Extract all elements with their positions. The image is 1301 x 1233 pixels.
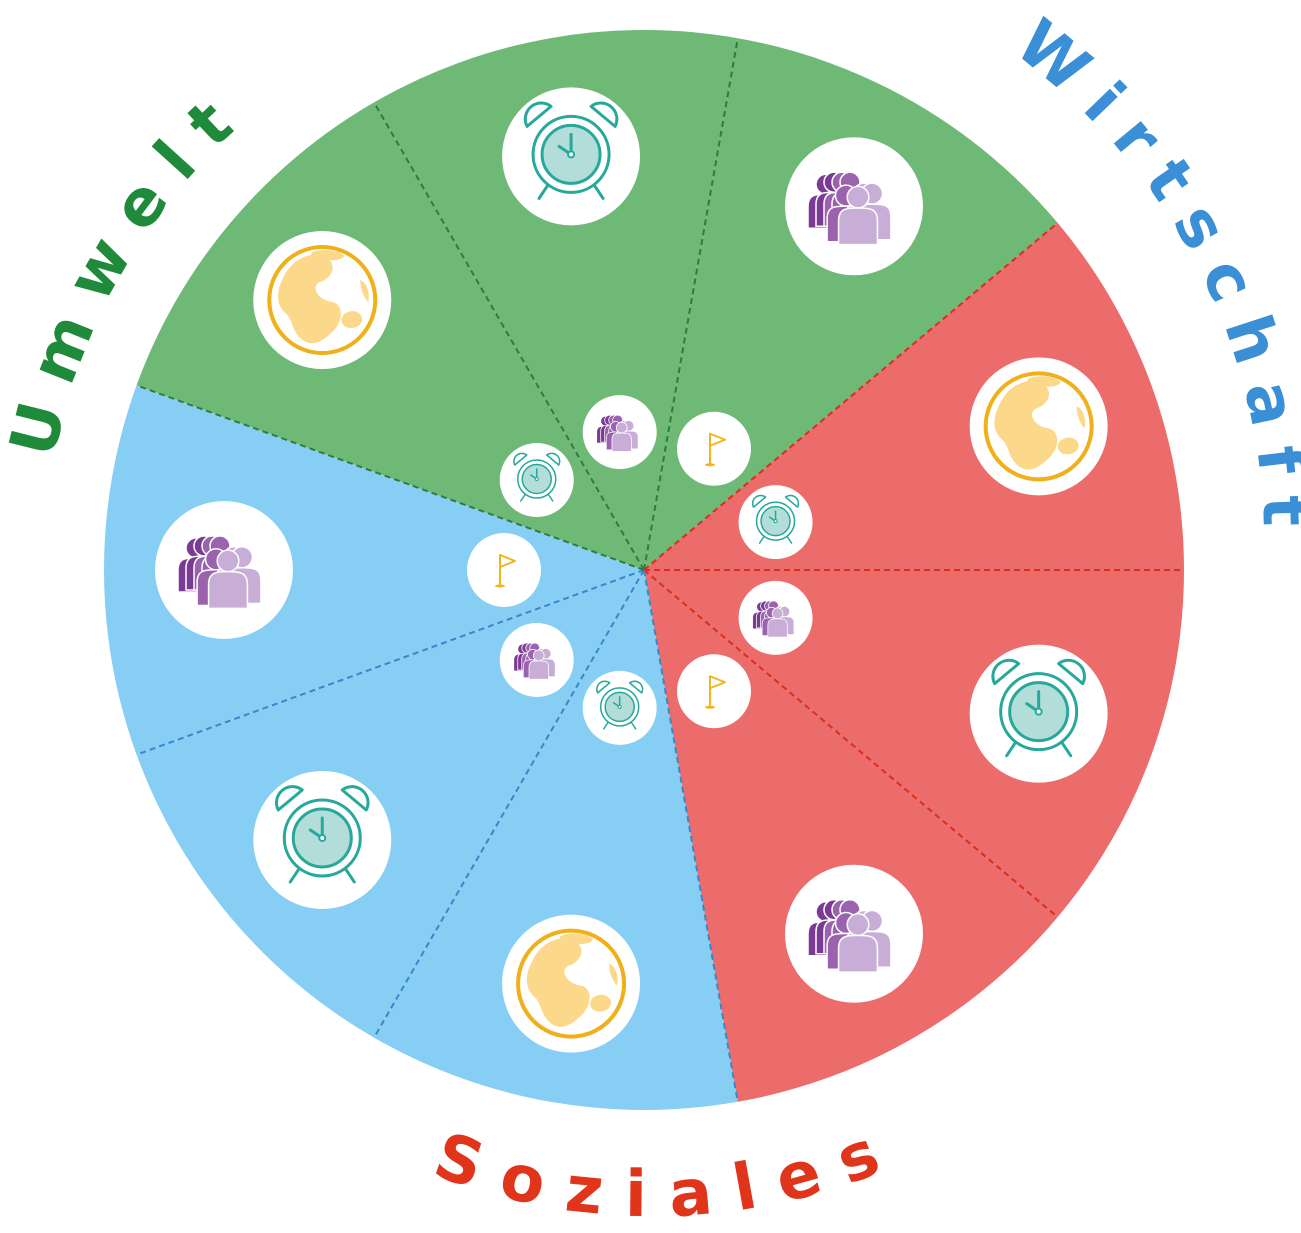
people-icon bbox=[807, 898, 892, 973]
outer-icon-badge bbox=[502, 87, 641, 226]
inner-icon-ring bbox=[467, 395, 813, 745]
sector-divider bbox=[643, 38, 739, 571]
outer-icon-ring bbox=[155, 87, 1108, 1053]
people-icon bbox=[513, 642, 556, 680]
outer-icon-badge bbox=[253, 770, 392, 909]
globe-icon bbox=[983, 371, 1094, 482]
clock-icon bbox=[596, 680, 644, 730]
people-icon bbox=[596, 414, 639, 452]
people-icon bbox=[807, 171, 892, 246]
inner-icon-badge bbox=[499, 443, 574, 518]
inner-icon-badge bbox=[582, 395, 657, 470]
sector-divider bbox=[136, 384, 645, 571]
inner-icon-badge bbox=[677, 411, 751, 486]
inner-icon-badge bbox=[467, 533, 541, 607]
sector-divider bbox=[373, 569, 645, 1039]
sector-divider bbox=[373, 101, 645, 571]
inner-icon-badge bbox=[499, 622, 574, 697]
inner-icon-badge bbox=[738, 485, 813, 560]
outer-icon-badge bbox=[969, 357, 1108, 496]
globe-icon bbox=[267, 245, 378, 356]
inner-icon-badge bbox=[677, 654, 751, 729]
sector-divider-lines bbox=[136, 38, 1184, 1102]
sector-divider bbox=[643, 569, 739, 1102]
clock-icon bbox=[991, 658, 1086, 758]
clock-icon bbox=[751, 494, 800, 544]
outer-icon-badge bbox=[253, 231, 392, 370]
people-icon bbox=[177, 535, 262, 610]
inner-icon-badge bbox=[582, 670, 657, 745]
outer-icon-badge bbox=[969, 644, 1108, 783]
label-soziales-text: Soziales bbox=[425, 1108, 887, 1233]
outer-icon-badge bbox=[502, 914, 641, 1053]
clock-icon bbox=[513, 452, 561, 502]
clock-icon bbox=[275, 785, 370, 884]
outer-icon-badge bbox=[785, 137, 923, 276]
flag-icon bbox=[705, 675, 726, 709]
people-icon bbox=[752, 600, 795, 638]
sector-wirtschaft bbox=[103, 385, 644, 755]
sector-divider bbox=[643, 222, 1059, 571]
outer-icon-badge bbox=[785, 864, 923, 1003]
inner-icon-badge bbox=[738, 580, 813, 655]
outer-icon-badge bbox=[155, 501, 293, 639]
sector-divider bbox=[136, 569, 645, 756]
label-soziales: Soziales bbox=[425, 1108, 911, 1233]
sector-divider bbox=[643, 569, 1059, 918]
flag-icon bbox=[705, 432, 726, 467]
globe-icon bbox=[516, 928, 627, 1039]
flag-icon bbox=[495, 554, 516, 588]
clock-icon bbox=[523, 101, 619, 200]
